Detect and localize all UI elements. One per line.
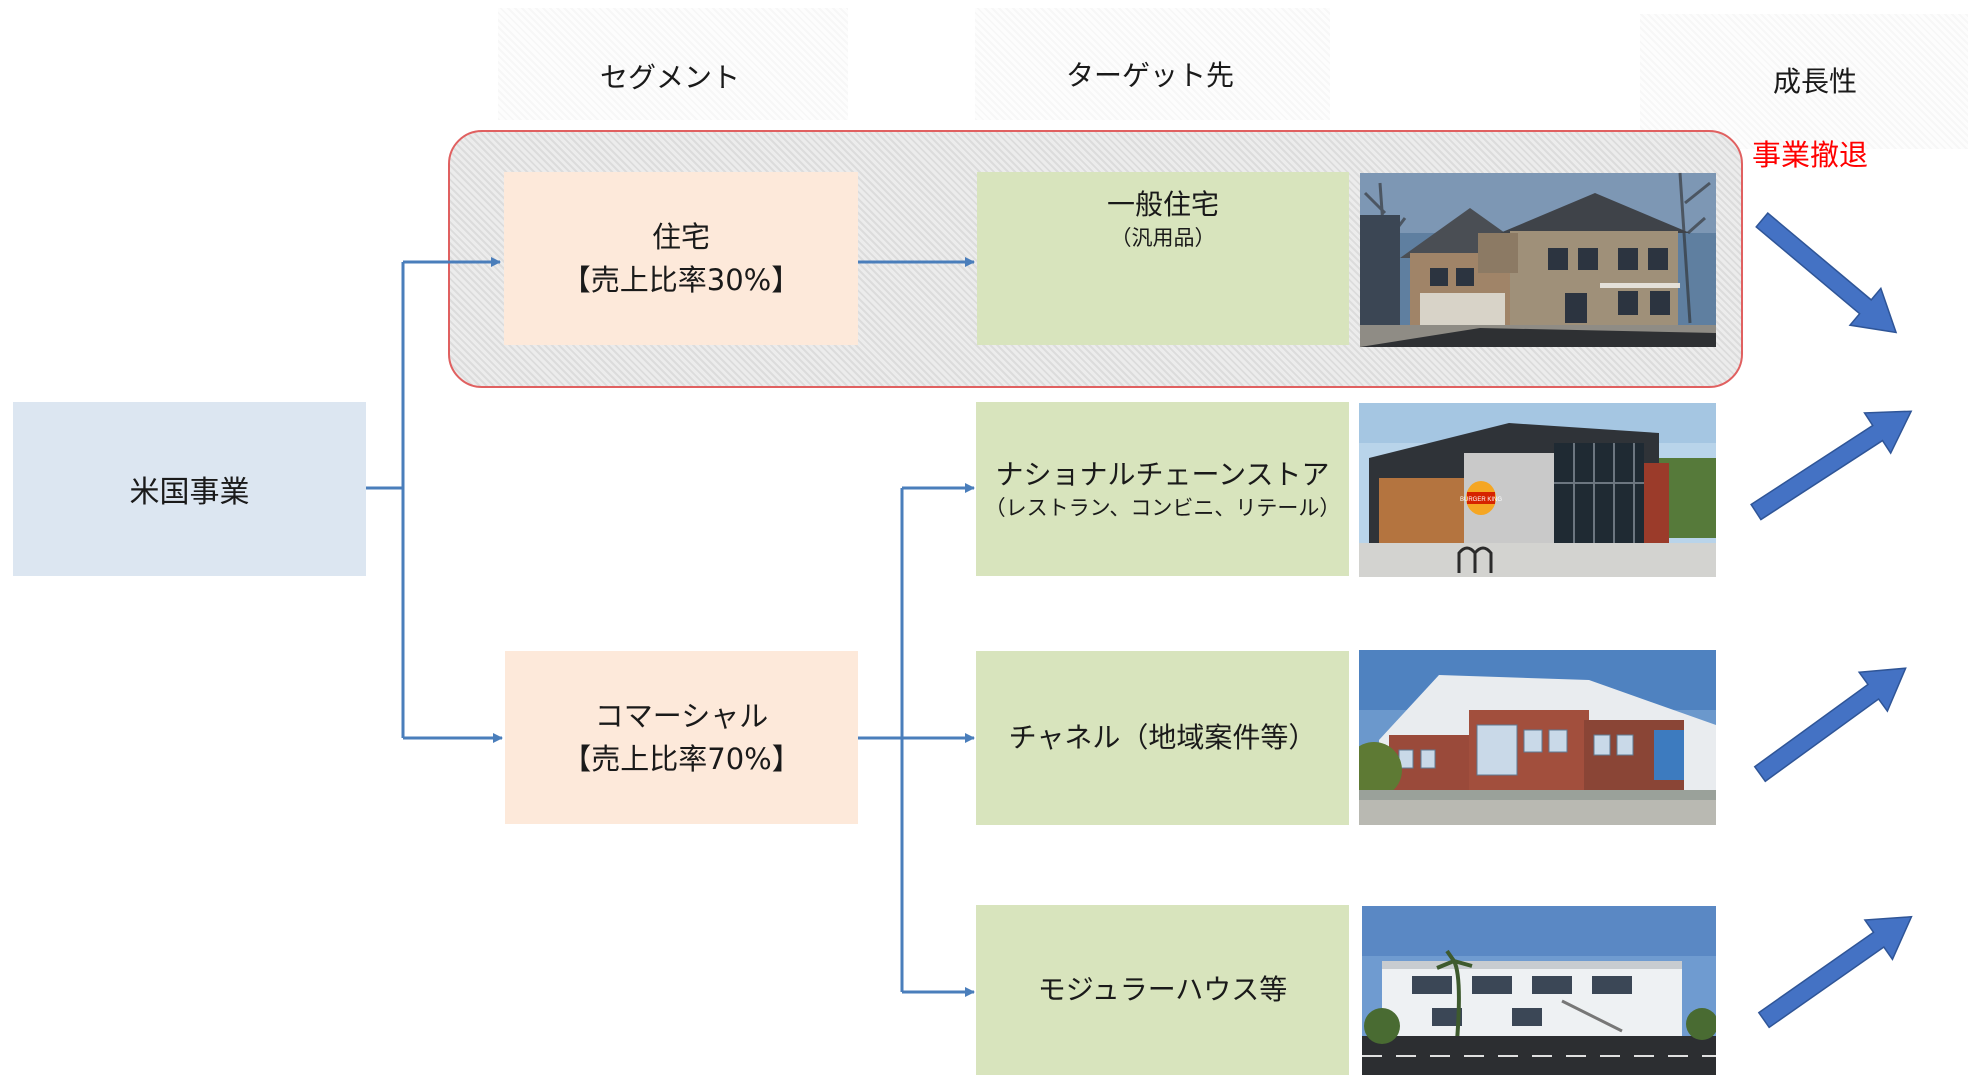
header-segment: セグメント — [599, 61, 740, 94]
target-name: 一般住宅 — [1106, 188, 1219, 221]
photo-brick-office-building — [1359, 650, 1716, 825]
segment-housing-box: 住宅 【売上比率30%】 — [504, 172, 858, 345]
header-bg-growth — [1640, 14, 1968, 149]
growth-arrow-up-icon — [1750, 410, 1913, 521]
header-bg-target — [975, 8, 1330, 120]
connector-commercial-trunk — [858, 488, 904, 992]
burger-king-logo-icon: BURGER KING — [1460, 481, 1502, 515]
photo-burger-king-restaurant: BURGER KING — [1359, 403, 1716, 577]
burger-king-logo-text: BURGER KING — [1460, 497, 1502, 503]
header-target: ターゲット先 — [1065, 59, 1234, 92]
connector-us-trunk — [366, 262, 405, 738]
target-name: ナショナルチェーンストア — [995, 457, 1330, 491]
target-sub: （レストラン、コンビニ、リテール） — [984, 495, 1341, 520]
target-general-housing-box: 一般住宅 （汎用品） — [977, 172, 1349, 345]
photo-modular-two-story-building — [1362, 906, 1716, 1075]
target-name: チャネル（地域案件等） — [1008, 721, 1317, 755]
segment-commercial-box: コマーシャル 【売上比率70%】 — [505, 651, 858, 824]
header-growth: 成長性 — [1772, 65, 1857, 98]
growth-arrow-down-icon — [1755, 212, 1898, 334]
target-modular-box: モジュラーハウス等 — [976, 905, 1349, 1075]
growth-arrows — [1750, 212, 1913, 1029]
target-name: モジュラーハウス等 — [1037, 973, 1288, 1007]
segment-commercial-name: コマーシャル — [594, 699, 769, 734]
growth-arrow-up-icon — [1757, 915, 1913, 1029]
header-bg-segment — [498, 8, 848, 120]
us-business-box: 米国事業 — [13, 402, 366, 576]
target-national-chain-box: ナショナルチェーンストア （レストラン、コンビニ、リテール） — [976, 402, 1349, 576]
photo-suburban-house — [1360, 173, 1716, 347]
target-sub: （汎用品） — [1110, 225, 1216, 250]
segment-commercial-ratio: 【売上比率70%】 — [562, 741, 801, 776]
growth-arrow-up-icon — [1753, 667, 1907, 783]
segment-housing-ratio: 【売上比率30%】 — [561, 262, 801, 297]
withdrawal-label: 事業撤退 — [1752, 138, 1869, 172]
us-business-label: 米国事業 — [129, 475, 250, 510]
segment-housing-name: 住宅 — [651, 220, 710, 255]
target-channel-box: チャネル（地域案件等） — [976, 651, 1349, 825]
